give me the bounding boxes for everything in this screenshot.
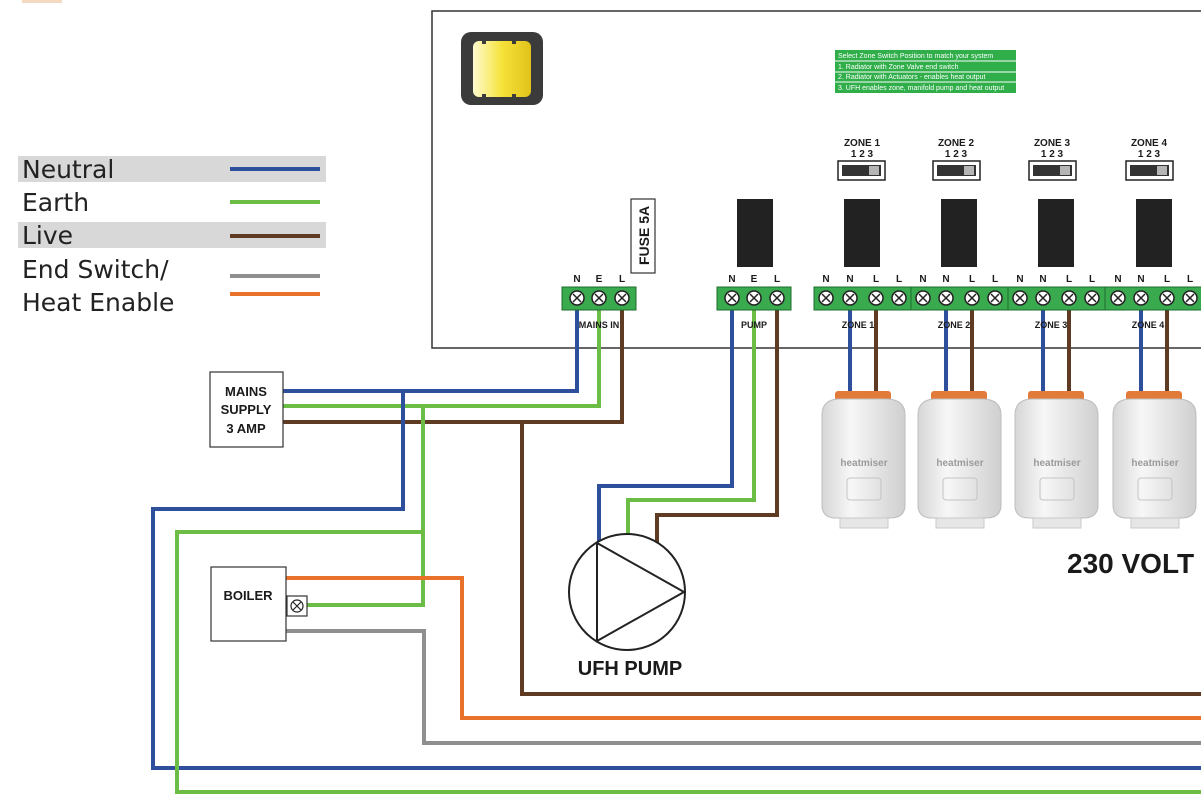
actuator-3-brand: heatmiser <box>1033 458 1080 469</box>
instruction-line-2: 2. Radiator with Actuators - enables hea… <box>838 74 986 81</box>
legend-neutral-label: Neutral <box>22 155 114 184</box>
zone-terminal-2: N N L L ZONE 2 <box>910 274 1009 330</box>
legend: Neutral Earth Live End Switch/ Heat Enab… <box>18 155 326 317</box>
zone-switch-2[interactable]: ZONE 2 1 2 3 <box>932 138 981 181</box>
zone-3-title: ZONE 3 <box>1034 138 1071 149</box>
end-switch-wire <box>286 629 1201 745</box>
mains-terminal: N E L MAINS IN <box>561 274 637 330</box>
zone-1-letter-l2: L <box>896 274 902 285</box>
zone-3-relay <box>1038 199 1074 267</box>
zone-4-letter-n2: N <box>1137 274 1144 285</box>
zone-2-letter-n2: N <box>942 274 949 285</box>
mains-terminal-letter-n: N <box>573 274 580 285</box>
pump-terminal-label: PUMP <box>741 320 767 330</box>
zone-3-letter-l1: L <box>1066 274 1072 285</box>
instruction-line-1: 1. Radiator with Zone Valve end switch <box>838 64 959 71</box>
zone-3-positions: 1 2 3 <box>1041 149 1064 160</box>
zone-4-letter-l2: L <box>1187 274 1193 285</box>
mains-supply-line3: 3 AMP <box>226 421 266 436</box>
pump-terminal-letter-e: E <box>751 274 758 285</box>
zone-switch-3[interactable]: ZONE 3 1 2 3 <box>1028 138 1077 181</box>
top-mark <box>22 0 62 3</box>
zone-2-letter-n1: N <box>919 274 926 285</box>
zone-2-positions: 1 2 3 <box>945 149 968 160</box>
legend-heat-enable-label: Heat Enable <box>22 288 174 317</box>
zone-1-letter-n1: N <box>822 274 829 285</box>
zone-4-title: ZONE 4 <box>1131 138 1168 149</box>
zone-1-relay <box>844 199 880 267</box>
actuator-4-icon: heatmiser <box>1112 391 1197 529</box>
pump-relay <box>737 199 773 267</box>
pump-neutral-wire <box>597 303 734 546</box>
zone-terminal-3: N N L L ZONE 3 <box>1007 274 1106 330</box>
pump-terminal: N E L PUMP <box>716 274 792 330</box>
heat-enable-wire <box>286 576 1201 720</box>
neutral-return-wire <box>151 391 1201 770</box>
fuse-label: FUSE 5A <box>636 206 652 265</box>
legend-live-label: Live <box>22 221 73 250</box>
zone-1-positions: 1 2 3 <box>851 149 874 160</box>
indicator-light-icon <box>461 32 543 105</box>
instruction-line-3: 3. UFH enables zone, manifold pump and h… <box>838 85 1004 92</box>
zone-2-letter-l2: L <box>992 274 998 285</box>
boiler-earth-wire <box>300 532 425 607</box>
zone-4-positions: 1 2 3 <box>1138 149 1161 160</box>
zone-4-relay <box>1136 199 1172 267</box>
instruction-line-0: Select Zone Switch Position to match you… <box>838 53 993 60</box>
zone-2-letter-l1: L <box>969 274 975 285</box>
zone-2-relay <box>941 199 977 267</box>
mains-neutral-wire <box>283 303 579 393</box>
pump-terminal-letter-n: N <box>728 274 735 285</box>
actuator-2-brand: heatmiser <box>936 458 983 469</box>
zone-3-letter-l2: L <box>1089 274 1095 285</box>
boiler-label: BOILER <box>223 588 273 603</box>
zone-4-letter-l1: L <box>1164 274 1170 285</box>
fuse: FUSE 5A <box>630 198 656 274</box>
mains-terminal-label: MAINS IN <box>579 320 620 330</box>
actuator-2-icon: heatmiser <box>917 391 1002 529</box>
pump-label: UFH PUMP <box>578 658 682 680</box>
relays <box>737 199 1172 267</box>
zone-3-letter-n1: N <box>1016 274 1023 285</box>
zone-switch-4[interactable]: ZONE 4 1 2 3 <box>1125 138 1174 181</box>
zone-1-terminal-label: ZONE 1 <box>842 320 875 330</box>
zone-3-terminal-label: ZONE 3 <box>1035 320 1068 330</box>
pump-terminal-letter-l: L <box>774 274 780 285</box>
zone-terminal-4: N N L L ZONE 4 <box>1104 274 1201 330</box>
zone-switch-instructions: Select Zone Switch Position to match you… <box>835 50 1016 93</box>
mains-live-wire <box>283 303 624 424</box>
zone-1-title: ZONE 1 <box>844 138 881 149</box>
actuator-4-brand: heatmiser <box>1131 458 1178 469</box>
zone-2-title: ZONE 2 <box>938 138 975 149</box>
zone-3-letter-n2: N <box>1039 274 1046 285</box>
mains-supply-line1: MAINS <box>225 384 267 399</box>
zone-1-letter-l1: L <box>873 274 879 285</box>
legend-earth-label: Earth <box>22 188 89 217</box>
actuator-1-icon: heatmiser <box>821 391 906 529</box>
zone-switch-1[interactable]: ZONE 1 1 2 3 <box>837 138 886 181</box>
mains-supply-box: MAINS SUPPLY 3 AMP <box>209 371 284 448</box>
legend-end-switch-label: End Switch/ <box>22 255 169 284</box>
zone-2-terminal-label: ZONE 2 <box>938 320 971 330</box>
voltage-label: 230 VOLT <box>1067 548 1194 579</box>
live-return-wire <box>520 422 1201 696</box>
mains-terminal-letter-e: E <box>596 274 603 285</box>
zone-4-terminal-label: ZONE 4 <box>1132 320 1165 330</box>
pump-icon: UFH PUMP <box>568 533 687 680</box>
mains-earth-wire <box>283 303 601 408</box>
boiler-box: BOILER <box>210 566 308 642</box>
pump-live-wire <box>655 303 779 546</box>
earth-return-wire <box>175 406 1201 794</box>
zone-4-letter-n1: N <box>1114 274 1121 285</box>
mains-supply-line2: SUPPLY <box>221 402 272 417</box>
pump-earth-wire <box>626 303 756 534</box>
mains-terminal-letter-l: L <box>619 274 625 285</box>
wires <box>151 303 1201 794</box>
actuator-1-brand: heatmiser <box>840 458 887 469</box>
actuator-3-icon: heatmiser <box>1014 391 1099 529</box>
zone-1-letter-n2: N <box>846 274 853 285</box>
